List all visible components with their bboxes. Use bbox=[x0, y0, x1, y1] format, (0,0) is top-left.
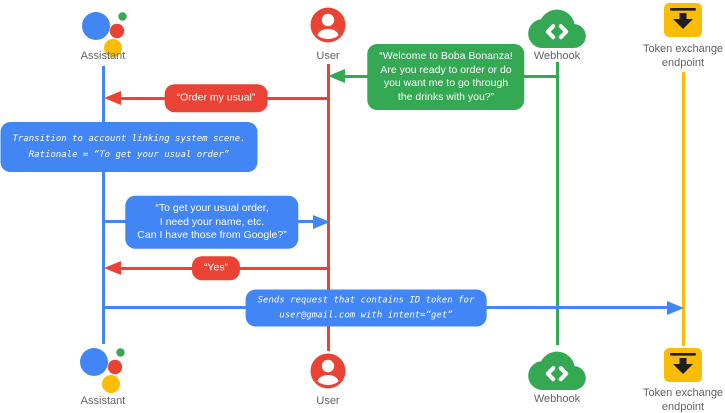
arrowhead-right-icon bbox=[313, 214, 330, 229]
arrowhead-left-icon bbox=[328, 69, 345, 83]
arrowhead-left-icon bbox=[104, 261, 121, 275]
assistant-lifeline bbox=[101, 66, 105, 344]
token-endpoint-lifeline bbox=[681, 72, 685, 346]
user-label-top: User bbox=[316, 50, 340, 62]
message-order-my-usual: “Order my usual” bbox=[164, 84, 268, 112]
user-label-bottom: User bbox=[316, 395, 340, 407]
webhook-lifeline bbox=[555, 62, 559, 345]
webhook-cloud-icon bbox=[528, 9, 586, 48]
webhook-cloud-icon bbox=[528, 351, 586, 390]
webhook-label-top: Webhook bbox=[533, 50, 581, 62]
user-person-icon bbox=[310, 353, 346, 389]
google-assistant-icon bbox=[80, 348, 125, 393]
assistant-label-bottom: Assistant bbox=[80, 395, 126, 407]
token-endpoint-download-icon bbox=[664, 348, 702, 382]
token-endpoint-download-icon bbox=[664, 3, 702, 37]
google-assistant-icon bbox=[82, 12, 127, 57]
message-yes: “Yes” bbox=[191, 256, 241, 280]
user-lifeline bbox=[326, 64, 330, 351]
message-welcome: “Welcome to Boba Bonanza! Are you ready … bbox=[367, 44, 525, 110]
user-person-icon bbox=[310, 7, 346, 43]
message-ask-details: “To get your usual order, I need your na… bbox=[125, 195, 299, 249]
arrowhead-right-icon bbox=[667, 300, 684, 315]
arrowhead-left-icon bbox=[104, 91, 121, 105]
webhook-label-bottom: Webhook bbox=[533, 393, 581, 405]
note-transition-account-linking: Transition to account linking system sce… bbox=[0, 122, 258, 172]
token-endpoint-label-top: Token exchange endpoint bbox=[642, 43, 724, 69]
assistant-label-top: Assistant bbox=[80, 50, 126, 62]
note-send-request: Sends request that contains ID token for… bbox=[245, 289, 487, 327]
token-endpoint-label-bottom: Token exchange endpoint bbox=[642, 387, 724, 413]
